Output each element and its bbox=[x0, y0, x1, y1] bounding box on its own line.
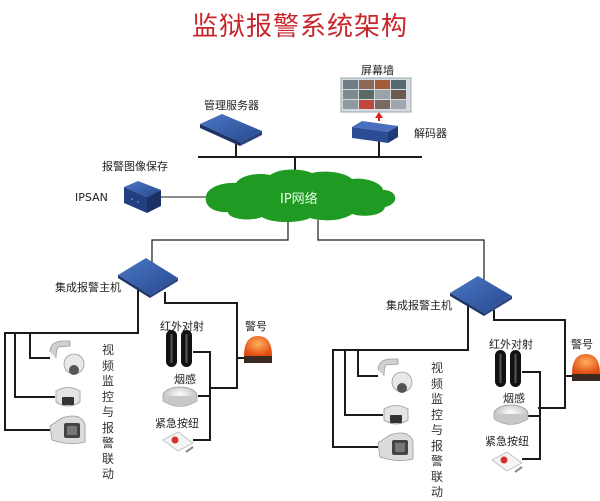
right-siren-label: 警号 bbox=[571, 338, 593, 351]
left-ptz-dome-camera-icon bbox=[49, 340, 85, 375]
left-infrared-label: 红外对射 bbox=[160, 320, 204, 333]
ip-network-label: IP网络 bbox=[280, 192, 318, 207]
left-mini-dome-camera-icon bbox=[55, 387, 81, 407]
ipsan-label: IPSAN bbox=[75, 191, 108, 204]
left-emergency-button-label: 紧急按纽 bbox=[155, 417, 199, 430]
video-wall-icon bbox=[340, 77, 412, 113]
decoder-label: 解码器 bbox=[414, 127, 447, 140]
right-mini-dome-camera-icon bbox=[383, 405, 409, 425]
left-smoke-label: 烟感 bbox=[174, 373, 196, 386]
right-ptz-dome-camera-icon bbox=[377, 358, 413, 393]
left-emergency-button-icon bbox=[162, 431, 194, 453]
diagram-title: 监狱报警系统架构 bbox=[191, 12, 408, 42]
right-emergency-button-icon bbox=[491, 451, 523, 473]
left-alarm-host-label: 集成报警主机 bbox=[55, 281, 121, 294]
image-storage-label: 报警图像保存 bbox=[102, 160, 168, 173]
right-emergency-button-label: 紧急按纽 bbox=[485, 435, 529, 448]
decoder-to-wall-arrow bbox=[375, 112, 383, 121]
ipsan-storage-icon bbox=[124, 181, 161, 213]
right-video-linkage-label: 视频监控与报警联动 bbox=[430, 361, 443, 499]
right-alarm-host-icon bbox=[450, 276, 512, 316]
right-box-camera-icon bbox=[377, 432, 414, 461]
ip-network-cloud bbox=[205, 169, 396, 223]
right-alarm-host-label: 集成报警主机 bbox=[386, 299, 452, 312]
left-siren-label: 警号 bbox=[245, 320, 267, 333]
cloud-to-left-host bbox=[151, 220, 289, 268]
right-branch-wiring bbox=[332, 302, 577, 460]
left-box-camera-icon bbox=[49, 415, 86, 444]
right-siren-icon bbox=[572, 354, 600, 381]
right-infrared-label: 红外对射 bbox=[489, 338, 533, 351]
left-video-linkage-label: 视频监控与报警联动 bbox=[101, 343, 114, 481]
right-infrared-beam-icon bbox=[495, 350, 521, 387]
management-server-label: 管理服务器 bbox=[204, 99, 259, 112]
right-smoke-label: 烟感 bbox=[503, 392, 525, 405]
left-branch-wiring bbox=[4, 285, 250, 441]
cloud-to-right-host bbox=[317, 220, 485, 282]
management-server-icon bbox=[200, 114, 262, 146]
left-infrared-beam-icon bbox=[166, 330, 192, 367]
right-smoke-detector-icon bbox=[493, 404, 529, 425]
left-siren-icon bbox=[244, 336, 272, 363]
left-smoke-detector-icon bbox=[162, 386, 198, 407]
left-alarm-host-icon bbox=[118, 258, 178, 298]
decoder-icon bbox=[352, 121, 398, 143]
video-wall-label: 屏幕墙 bbox=[361, 64, 394, 77]
